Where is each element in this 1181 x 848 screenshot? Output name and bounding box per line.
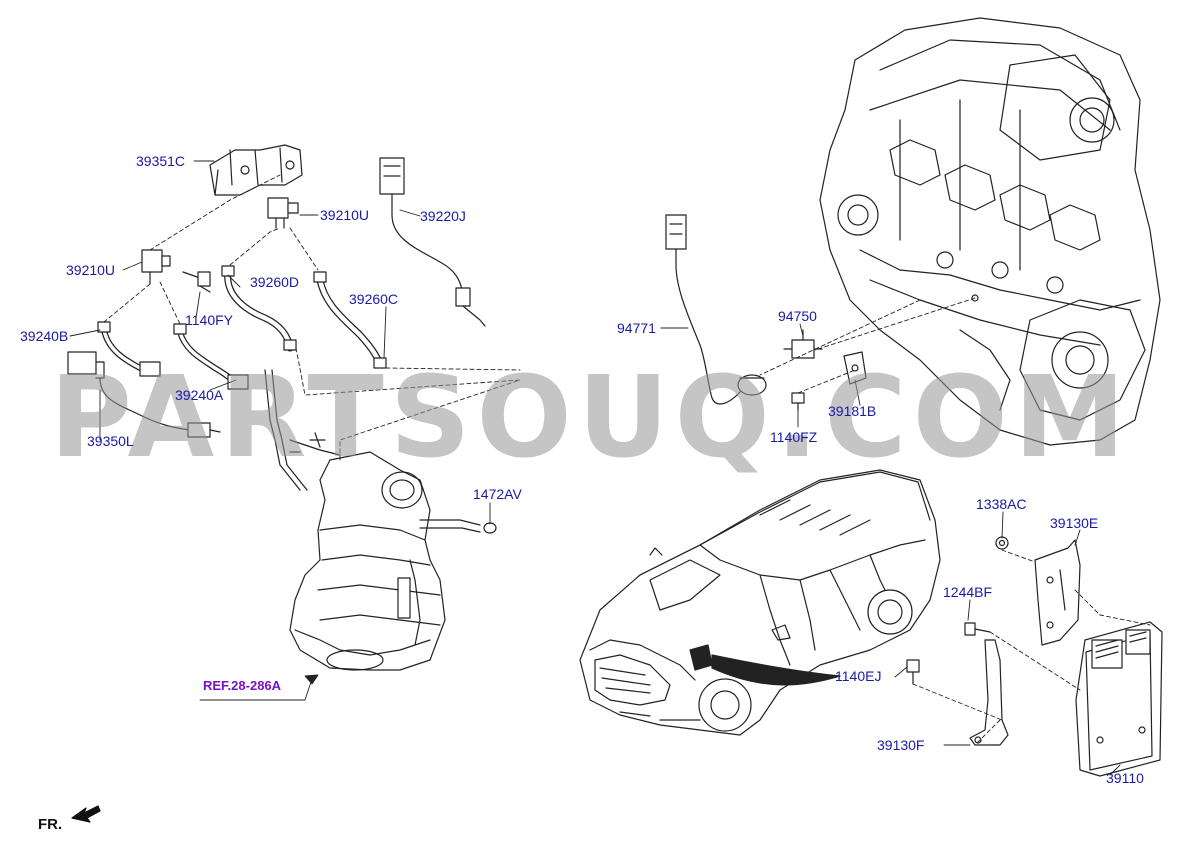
ecu-bracket-39130f	[969, 639, 1009, 746]
callout-1140fy[interactable]: 1140FY	[185, 312, 233, 328]
knock-sensor-harness-94771	[665, 214, 767, 405]
bolt-1140fy	[182, 271, 211, 293]
oxygen-sensor-39350l	[67, 351, 221, 438]
callout-94771[interactable]: 94771	[617, 320, 656, 336]
dashed-leader-lines	[103, 174, 1151, 746]
vehicle-illustration	[579, 469, 941, 736]
nut-1338ac	[995, 536, 1009, 550]
bolt-1244bf	[964, 622, 991, 636]
callout-39210u-top[interactable]: 39210U	[320, 207, 370, 223]
callout-1140ej[interactable]: 1140EJ	[835, 668, 882, 684]
front-direction-arrow-icon	[71, 805, 101, 823]
callout-39130f[interactable]: 39130F	[877, 737, 925, 753]
callout-39260d[interactable]: 39260D	[250, 274, 300, 290]
callout-39350l[interactable]: 39350L	[87, 433, 134, 449]
hose-39260c	[313, 271, 387, 369]
pressure-sensor-top	[267, 197, 299, 229]
callout-1472av[interactable]: 1472AV	[473, 486, 522, 502]
callout-39210u-left[interactable]: 39210U	[66, 262, 116, 278]
front-direction-label: FR.	[38, 816, 63, 833]
catalytic-converter-illustration	[264, 369, 481, 671]
callout-39110[interactable]: 39110	[1106, 770, 1144, 786]
tube-39240b	[97, 321, 161, 377]
bracket-39351c	[209, 144, 303, 196]
ecu-39110	[1075, 621, 1163, 777]
callout-leader-lines	[69, 160, 1121, 776]
callout-39240a[interactable]: 39240A	[175, 387, 224, 403]
clip-1472av	[483, 522, 497, 534]
callout-94750[interactable]: 94750	[778, 308, 817, 324]
pressure-sensor-left	[141, 249, 171, 285]
callout-39181b[interactable]: 39181B	[828, 403, 877, 419]
callout-39240b[interactable]: 39240B	[20, 328, 69, 344]
temperature-sensor-39220j	[379, 157, 486, 327]
callout-1140fz[interactable]: 1140FZ	[770, 429, 818, 445]
ecu-bracket-39130e	[1034, 539, 1081, 646]
callout-39130e[interactable]: 39130E	[1050, 515, 1099, 531]
callout-39220j[interactable]: 39220J	[420, 208, 466, 224]
callout-39260c[interactable]: 39260C	[349, 291, 399, 307]
callout-39351c[interactable]: 39351C	[136, 153, 186, 169]
reference-link[interactable]: REF.28-286A	[203, 678, 282, 693]
callout-1338ac[interactable]: 1338AC	[976, 496, 1027, 512]
callout-1244bf[interactable]: 1244BF	[943, 584, 993, 600]
bolt-1140ej	[906, 659, 920, 685]
engine-block-illustration	[819, 17, 1161, 446]
bolt-1140fz	[791, 392, 805, 411]
hose-39260d	[221, 265, 297, 352]
bracket-39181b	[843, 351, 867, 385]
tube-39240a	[173, 323, 249, 390]
